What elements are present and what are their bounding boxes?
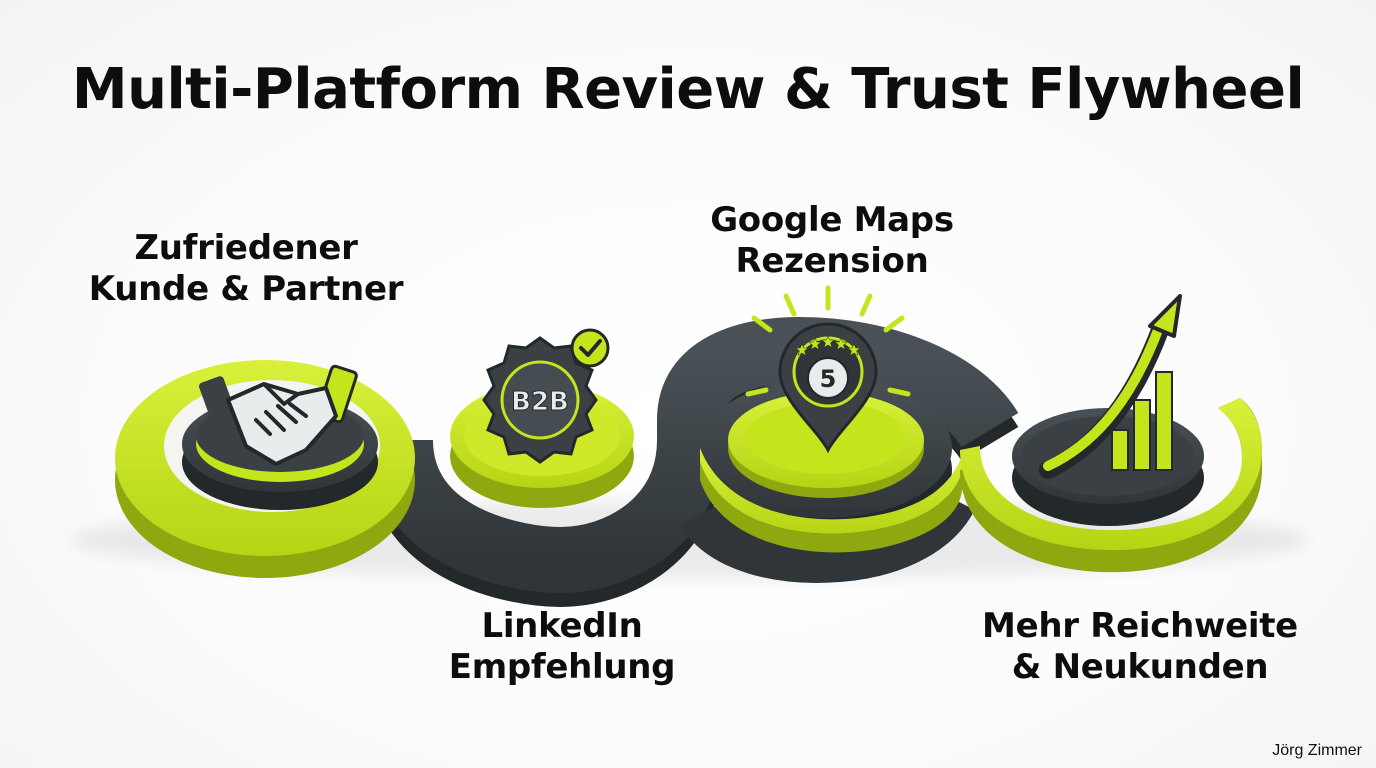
author-credit: Jörg Zimmer <box>1272 742 1362 759</box>
stage-ring-3 <box>700 378 962 553</box>
b2b-badge-text: B2B <box>511 387 569 417</box>
handshake-icon <box>199 364 358 466</box>
page-title: Multi-Platform Review & Trust Flywheel <box>71 57 1305 122</box>
stage-label-reach: Mehr Reichweite & Neukunden <box>982 606 1298 688</box>
stage-label-google-maps: Google Maps Rezension <box>710 200 954 282</box>
five-stars-icon <box>795 335 861 357</box>
growth-arrow-icon <box>1039 294 1182 479</box>
check-icon <box>570 328 610 368</box>
map-pin-five-stars-icon: 5 <box>745 285 911 454</box>
rating-number: 5 <box>820 365 837 393</box>
stage-label-linkedin: LinkedIn Empfehlung <box>448 606 676 688</box>
b2b-badge-icon: B2B <box>482 328 610 464</box>
stage-label-satisfied-customer: Zufriedener Kunde & Partner <box>88 228 404 310</box>
